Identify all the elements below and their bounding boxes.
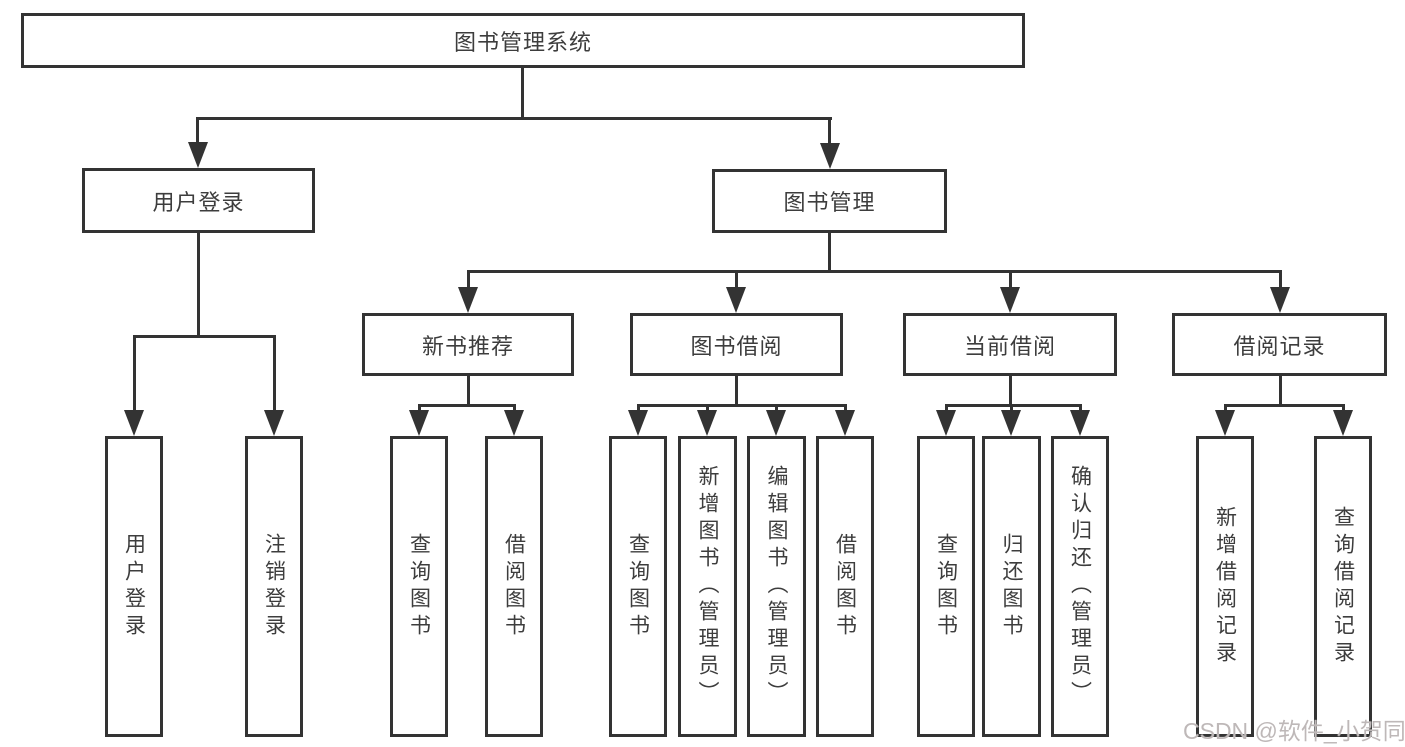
node-book-borrow-label: 图书借阅 (690, 333, 783, 359)
arrowhead-icon (820, 143, 840, 169)
leaf-query-borrow-record: 查询借阅记录 (1314, 436, 1372, 737)
connector (513, 404, 516, 412)
watermark: CSDN @软件_小贺同学 (1183, 718, 1405, 744)
arrowhead-icon (409, 410, 429, 436)
connector (828, 117, 831, 144)
node-new-book-recommend-label: 新书推荐 (421, 333, 514, 359)
connector (1009, 376, 1012, 407)
leaf-user-login-label: 用户登录 (122, 532, 146, 641)
leaf-add-book-admin: 新增图书（管理员） (678, 436, 737, 737)
connector (1279, 376, 1282, 407)
node-root: 图书管理系统 (21, 13, 1025, 68)
leaf-logout: 注销登录 (245, 436, 303, 737)
node-user-login-label: 用户登录 (152, 189, 245, 215)
leaf-add-borrow-record-label: 新增借阅记录 (1213, 505, 1237, 668)
arrowhead-icon (766, 410, 786, 436)
node-book-borrow: 图书借阅 (630, 313, 843, 376)
leaf-confirm-return-admin-label: 确认归还（管理员） (1068, 465, 1092, 708)
connector (1010, 404, 1013, 412)
connector (467, 376, 470, 407)
node-borrow-records: 借阅记录 (1172, 313, 1387, 376)
node-current-borrow-label: 当前借阅 (963, 333, 1056, 359)
connector (467, 270, 1281, 273)
arrowhead-icon (504, 410, 524, 436)
connector (735, 376, 738, 407)
arrowhead-icon (1000, 287, 1020, 313)
connector (196, 117, 832, 120)
arrowhead-icon (628, 410, 648, 436)
connector (1342, 404, 1345, 412)
arrowhead-icon (458, 287, 478, 313)
arrowhead-icon (697, 410, 717, 436)
leaf-confirm-return-admin: 确认归还（管理员） (1051, 436, 1109, 737)
connector (1224, 404, 1227, 412)
leaf-query-books-recommend-label: 查询图书 (407, 532, 431, 641)
connector (637, 404, 847, 407)
leaf-borrow-books: 借阅图书 (816, 436, 874, 737)
connector (1224, 404, 1345, 407)
leaf-edit-book-admin-label: 编辑图书（管理员） (765, 465, 788, 708)
leaf-return-books: 归还图书 (982, 436, 1041, 737)
connector (735, 270, 738, 289)
arrowhead-icon (124, 410, 144, 436)
connector (945, 404, 1082, 407)
connector (844, 404, 847, 412)
node-user-login: 用户登录 (82, 168, 315, 233)
leaf-query-books-current: 查询图书 (917, 436, 975, 737)
connector (196, 117, 199, 144)
leaf-query-books-borrow-label: 查询图书 (626, 532, 650, 641)
connector (133, 335, 136, 412)
connector (273, 335, 276, 412)
node-current-borrow: 当前借阅 (903, 313, 1117, 376)
connector (197, 233, 200, 337)
connector (775, 404, 778, 412)
connector (1279, 270, 1282, 289)
connector (418, 404, 515, 407)
arrowhead-icon (936, 410, 956, 436)
arrowhead-icon (188, 142, 208, 168)
arrowhead-icon (726, 287, 746, 313)
connector (706, 404, 709, 412)
leaf-user-login: 用户登录 (105, 436, 163, 737)
arrowhead-icon (1270, 287, 1290, 313)
leaf-return-books-label: 归还图书 (1000, 532, 1023, 641)
connector (521, 68, 524, 120)
node-root-label: 图书管理系统 (453, 29, 592, 55)
connector (467, 270, 470, 289)
arrowhead-icon (264, 410, 284, 436)
node-book-management-label: 图书管理 (783, 190, 876, 215)
leaf-query-borrow-record-label: 查询借阅记录 (1331, 505, 1355, 668)
connector (1079, 404, 1082, 412)
leaf-query-books-borrow: 查询图书 (609, 436, 667, 737)
arrowhead-icon (1001, 410, 1021, 436)
node-new-book-recommend: 新书推荐 (362, 313, 574, 376)
connector (945, 404, 948, 412)
connector (133, 335, 276, 338)
node-borrow-records-label: 借阅记录 (1233, 333, 1326, 359)
leaf-borrow-books-recommend: 借阅图书 (485, 436, 543, 737)
node-book-management: 图书管理 (712, 169, 947, 233)
connector (637, 404, 640, 412)
leaf-borrow-books-recommend-label: 借阅图书 (502, 532, 526, 641)
leaf-edit-book-admin: 编辑图书（管理员） (747, 436, 806, 737)
leaf-add-borrow-record: 新增借阅记录 (1196, 436, 1254, 737)
arrowhead-icon (1333, 410, 1353, 436)
arrowhead-icon (835, 410, 855, 436)
connector (1009, 270, 1012, 289)
arrowhead-icon (1070, 410, 1090, 436)
leaf-add-book-admin-label: 新增图书（管理员） (696, 465, 719, 708)
leaf-query-books-recommend: 查询图书 (390, 436, 448, 737)
connector (418, 404, 421, 412)
leaf-logout-label: 注销登录 (262, 532, 286, 641)
arrowhead-icon (1215, 410, 1235, 436)
leaf-borrow-books-label: 借阅图书 (833, 532, 857, 641)
leaf-query-books-current-label: 查询图书 (934, 532, 958, 641)
connector (828, 233, 831, 272)
